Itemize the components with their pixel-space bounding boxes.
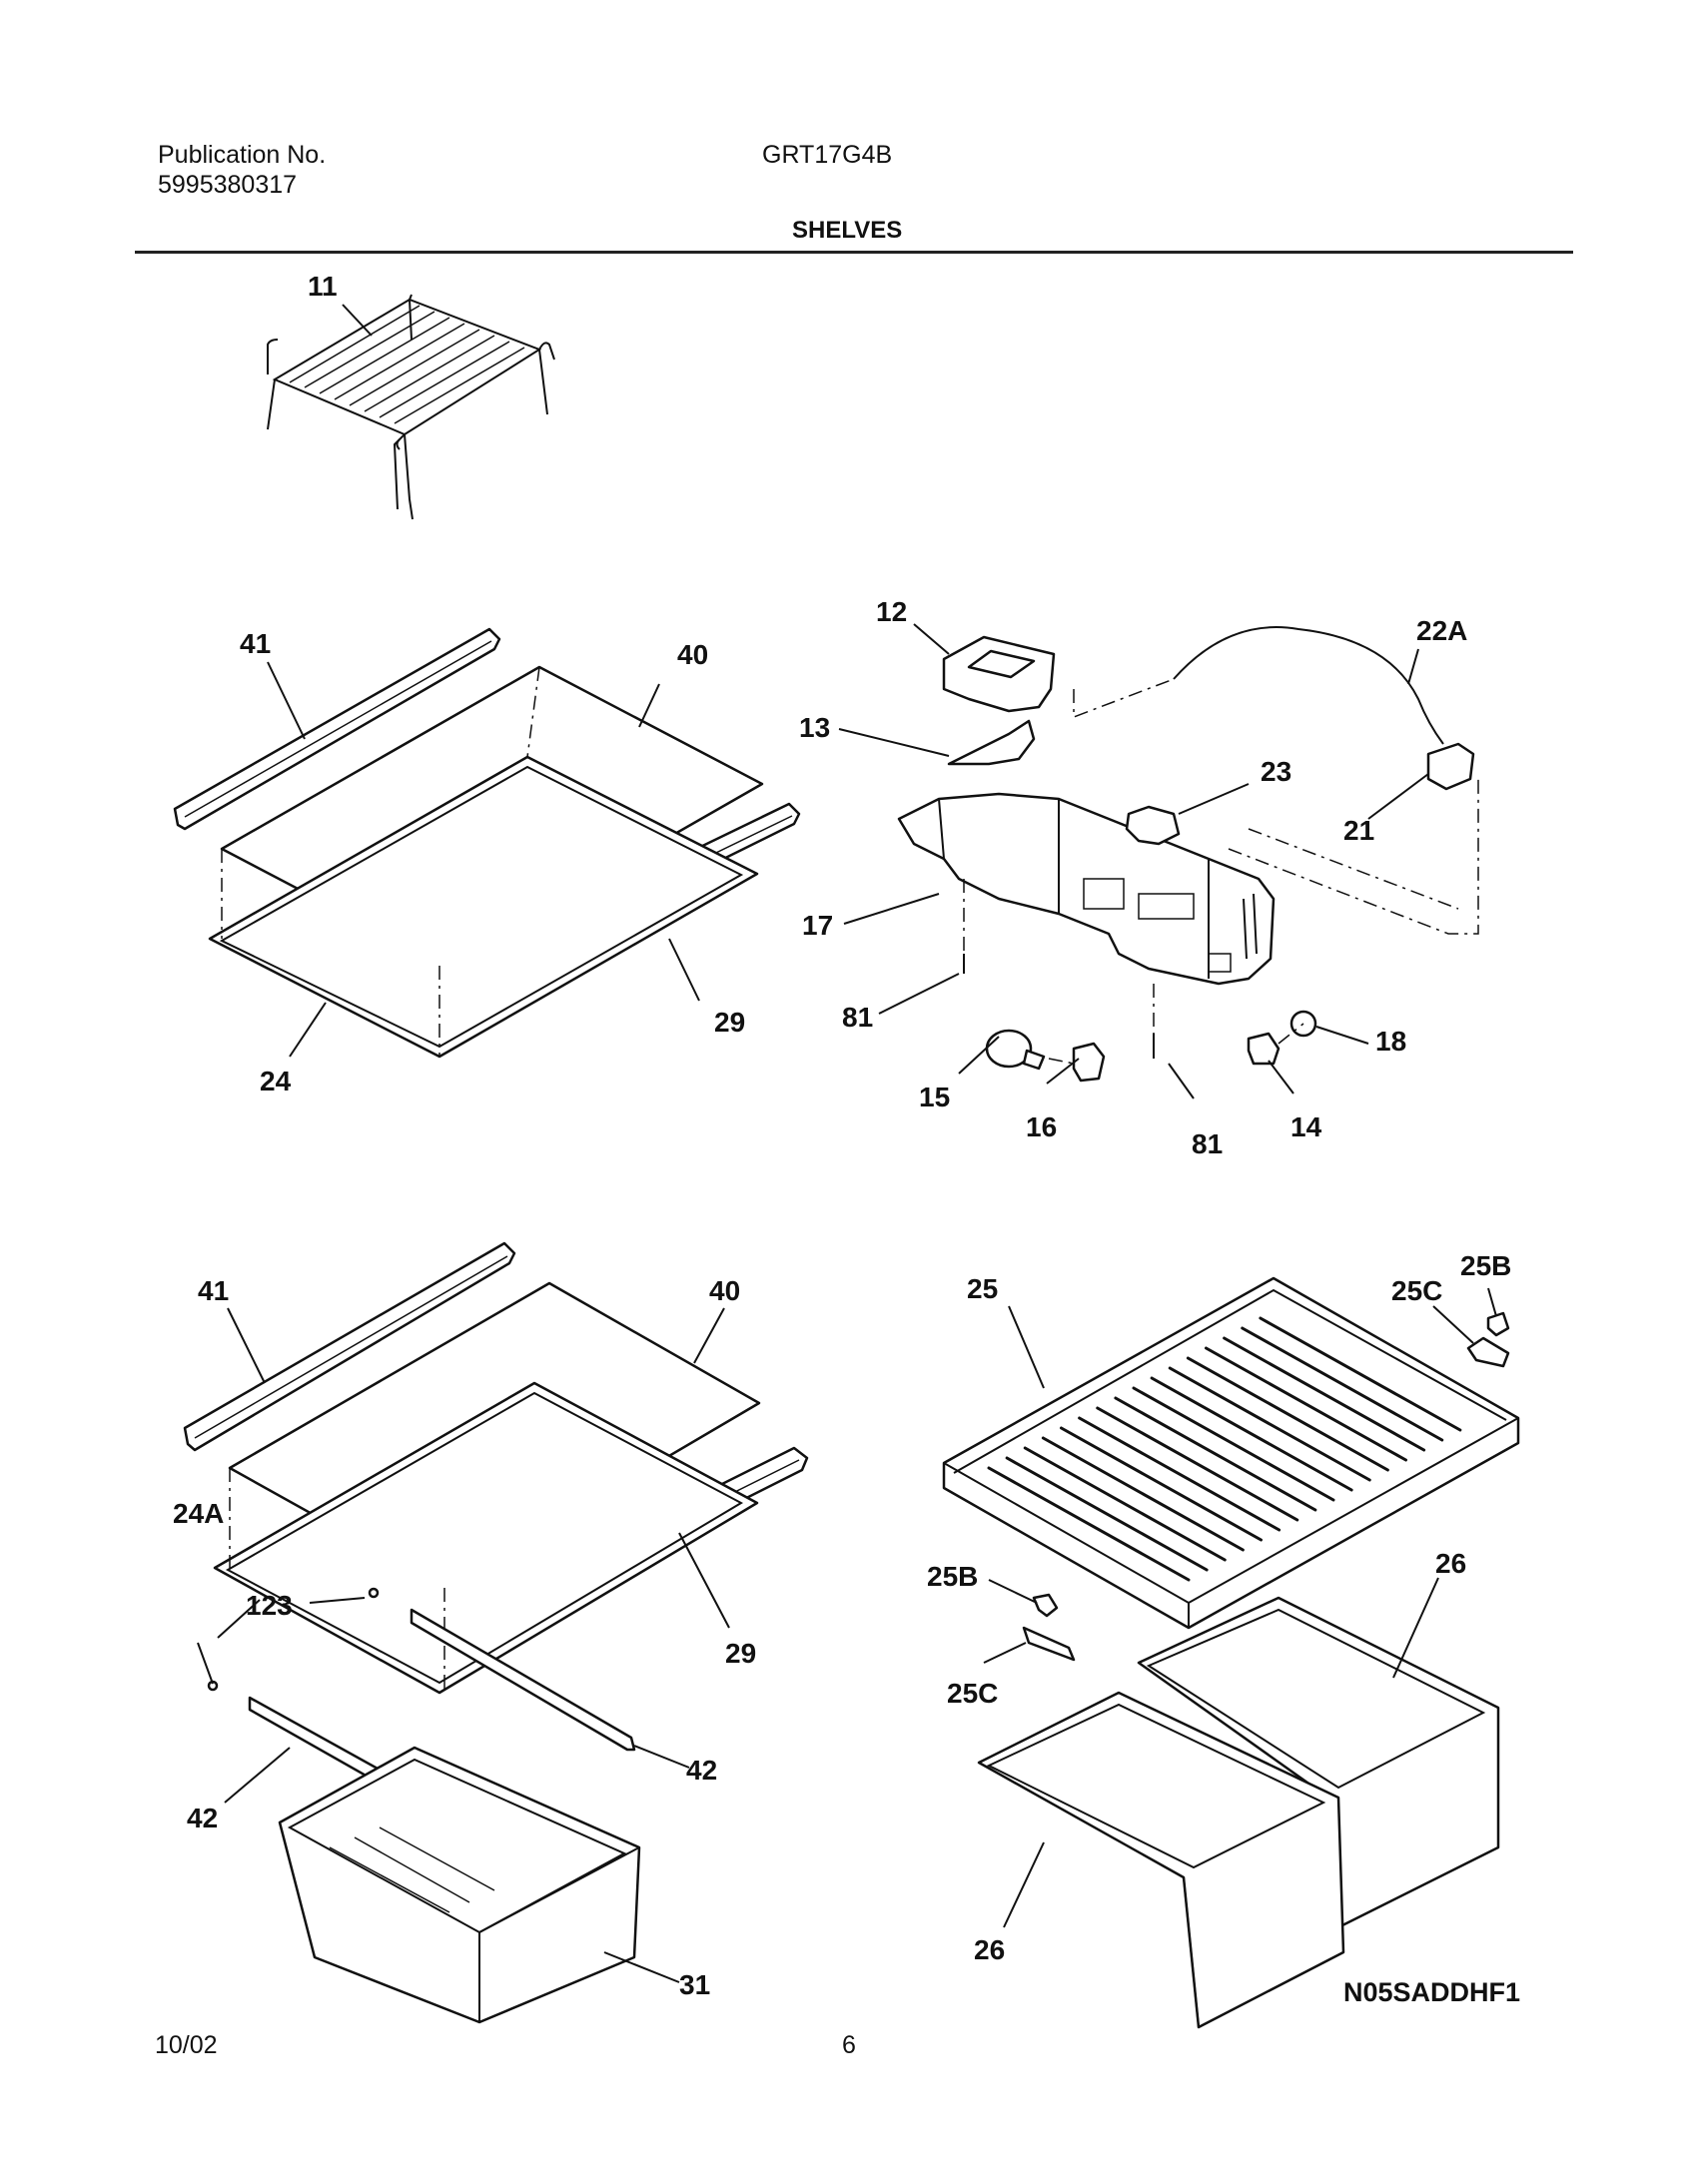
callout-25: 25 xyxy=(967,1273,998,1304)
section-title: SHELVES xyxy=(792,217,903,244)
callout-13: 13 xyxy=(799,712,830,743)
callout-41-upper: 41 xyxy=(240,628,271,659)
crisper-cover-rib xyxy=(1132,1386,1335,1502)
callout-81-right: 81 xyxy=(1192,1128,1223,1159)
crisper-cover-rib xyxy=(1096,1406,1299,1522)
model-number: GRT17G4B xyxy=(762,141,893,169)
header-rule xyxy=(135,251,1573,254)
callout-42-right: 42 xyxy=(686,1755,717,1786)
footer-date: 10/02 xyxy=(155,2031,218,2059)
wire-shelf-part xyxy=(267,294,555,520)
callout-24A: 24A xyxy=(173,1498,224,1529)
crisper-cover-rib xyxy=(1205,1346,1407,1462)
callout-26-right: 26 xyxy=(1435,1548,1466,1579)
crisper-group xyxy=(942,1276,1520,2029)
callout-25C-lower: 25C xyxy=(947,1678,998,1709)
leader-lines xyxy=(197,304,1497,1983)
callout-123: 123 xyxy=(246,1590,293,1621)
callout-11: 11 xyxy=(308,271,338,302)
diagram-code: N05SADDHF1 xyxy=(1343,1977,1521,2007)
callout-24: 24 xyxy=(260,1066,292,1096)
callout-29-upper: 29 xyxy=(714,1007,745,1038)
callout-23: 23 xyxy=(1261,756,1291,787)
crisper-cover-rib xyxy=(1259,1316,1462,1432)
callout-25B-lower: 25B xyxy=(927,1561,978,1592)
callout-17: 17 xyxy=(802,910,833,941)
glass-shelf-group-lower xyxy=(183,1241,809,2024)
crisper-cover-rib xyxy=(1186,1356,1389,1472)
crisper-cover-rib xyxy=(1150,1376,1353,1492)
crisper-cover-rib xyxy=(1023,1446,1227,1562)
callout-41-lower: 41 xyxy=(198,1275,229,1306)
callout-12: 12 xyxy=(876,596,907,627)
callout-42-left: 42 xyxy=(187,1803,218,1833)
publication-number: 5995380317 xyxy=(158,171,298,199)
crisper-cover-rib xyxy=(987,1466,1191,1582)
glass-shelf-group-upper xyxy=(173,627,801,1059)
crisper-cover-rib xyxy=(1114,1396,1317,1512)
crisper-cover-rib xyxy=(1078,1416,1281,1532)
crisper-cover-rib xyxy=(1168,1366,1371,1482)
crisper-cover-rib xyxy=(1041,1436,1245,1552)
page-number: 6 xyxy=(842,2031,856,2059)
callout-22A: 22A xyxy=(1416,615,1467,646)
callout-16: 16 xyxy=(1026,1111,1057,1142)
callout-25B-upper: 25B xyxy=(1460,1250,1511,1281)
callout-81-left: 81 xyxy=(842,1002,873,1033)
crisper-cover-rib xyxy=(1223,1336,1426,1452)
callout-labels: 11 41 40 24 29 12 22A 13 23 21 17 81 15 … xyxy=(173,271,1511,2000)
publication-label: Publication No. xyxy=(158,141,327,169)
callout-21: 21 xyxy=(1343,815,1374,846)
callout-40-lower: 40 xyxy=(709,1275,740,1306)
callout-26-left: 26 xyxy=(974,1934,1005,1965)
callout-25C-upper: 25C xyxy=(1391,1275,1442,1306)
crisper-cover-rib xyxy=(1241,1326,1444,1442)
crisper-cover-rib xyxy=(1005,1456,1209,1572)
callout-14: 14 xyxy=(1290,1111,1322,1142)
crisper-cover-rib xyxy=(1060,1426,1263,1542)
callout-29-lower: 29 xyxy=(725,1638,756,1669)
control-housing-group xyxy=(897,626,1479,1083)
callout-15: 15 xyxy=(919,1082,950,1112)
callout-40-upper: 40 xyxy=(677,639,708,670)
callout-18: 18 xyxy=(1375,1026,1406,1057)
callout-31: 31 xyxy=(679,1969,710,2000)
